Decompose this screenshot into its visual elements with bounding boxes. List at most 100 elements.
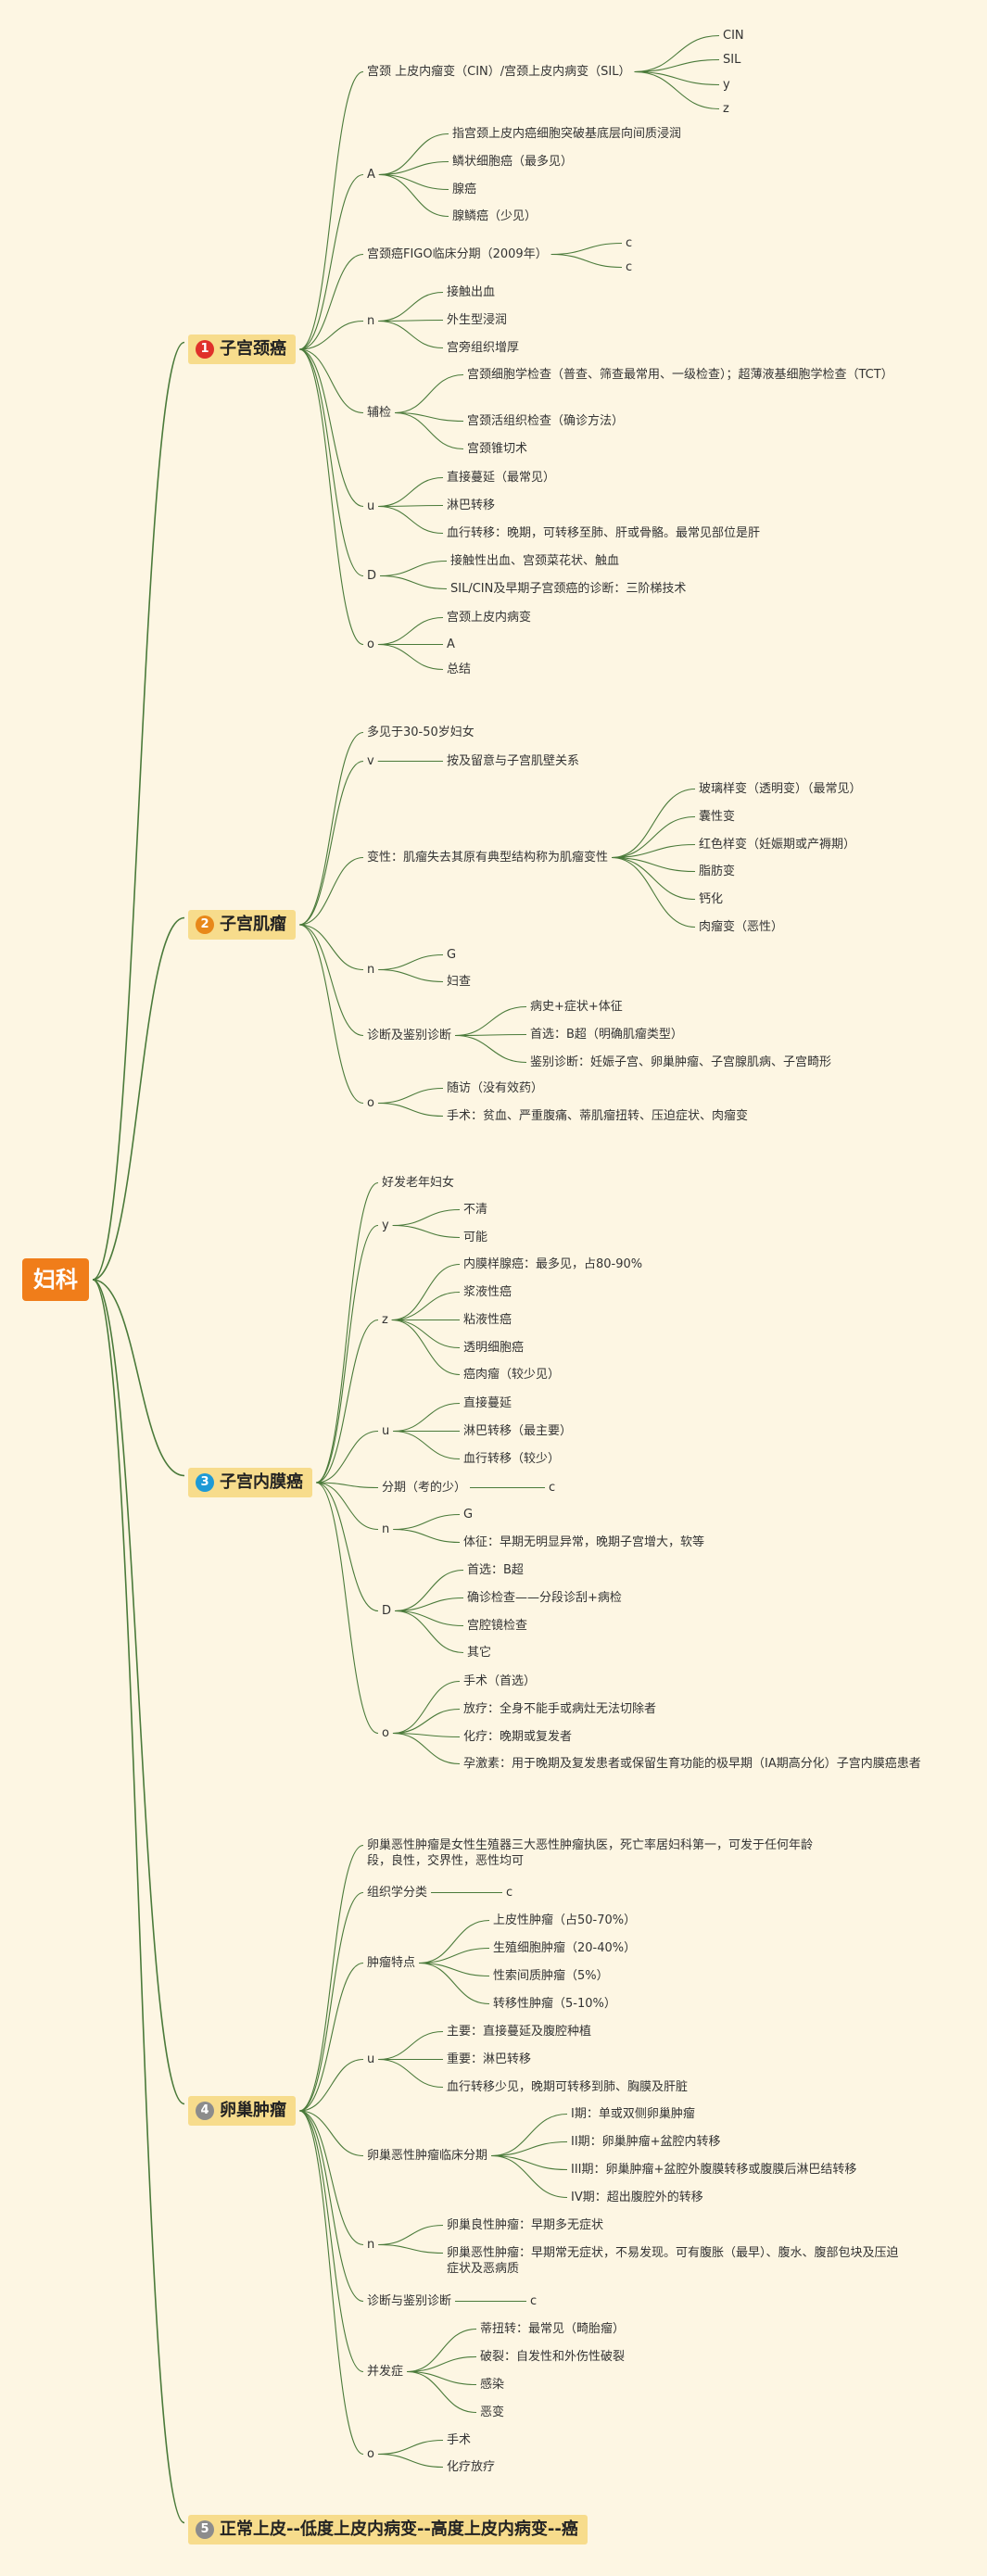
connector-line <box>377 1087 444 1105</box>
topic-u[interactable]: u <box>367 2052 375 2066</box>
connector-line <box>380 560 448 577</box>
topic-diagnosis[interactable]: 诊断及鉴别诊断 <box>367 1029 452 1042</box>
topic-clinical-staging[interactable]: 卵巢恶性肿瘤临床分期 <box>367 2149 488 2163</box>
branch-title: 子宫颈癌 <box>220 339 286 359</box>
leaf: 红色样变（妊娠期或产褥期） <box>699 838 856 852</box>
connector-line <box>377 616 444 646</box>
topic-o[interactable]: o <box>382 1726 389 1740</box>
topic-d[interactable]: D <box>367 569 377 583</box>
topic-intro[interactable]: 卵巢恶性肿瘤是女性生殖器三大恶性肿瘤执医，死亡率居妇科第一，可发于任何年龄段，良… <box>367 1838 814 1868</box>
topic-age[interactable]: 多见于30-50岁妇女 <box>367 726 475 739</box>
leaf: 直接蔓延（最常见） <box>447 471 556 485</box>
connector-line <box>392 1680 461 1735</box>
connector-line <box>298 348 364 508</box>
topic-complications[interactable]: 并发症 <box>367 2365 404 2379</box>
topic-o[interactable]: o <box>367 1096 374 1110</box>
connector-line <box>634 58 720 73</box>
topic-v[interactable]: v <box>367 754 374 768</box>
topic-diagnosis[interactable]: 诊断与鉴别诊断 <box>367 2294 452 2308</box>
leaf: 确诊检查——分段诊刮+病检 <box>467 1591 622 1605</box>
connector-line <box>315 1181 379 1484</box>
topic-y[interactable]: y <box>382 1219 389 1232</box>
connector-line <box>395 1610 464 1654</box>
leaf: 鉴别诊断：妊娠子宫、卵巢肿瘤、子宫腺肌病、子宫畸形 <box>530 1055 832 1069</box>
connector-line <box>407 2370 477 2414</box>
connector-line <box>298 253 364 350</box>
topic-cin[interactable]: 宫颈 上皮内瘤变（CIN）/宫颈上皮内病变（SIL） <box>367 65 631 79</box>
leaf: 宫腔镜检查 <box>467 1619 528 1633</box>
topic-auxiliary-exam[interactable]: 辅检 <box>367 406 392 420</box>
connector-line <box>392 1208 461 1227</box>
connector-line <box>378 320 444 349</box>
leaf: 宫颈细胞学检查（普查、筛查最常用、一级检查）；超薄液基细胞学检查（TCT） <box>467 368 893 382</box>
connector-line <box>491 2154 568 2171</box>
connector-line <box>612 856 696 901</box>
leaf: 鳞状细胞癌（最多见） <box>452 155 574 169</box>
root-node[interactable]: 妇科 <box>22 1258 89 1301</box>
connector-line <box>455 1005 527 1037</box>
connector-line <box>634 70 720 110</box>
leaf: z <box>723 102 729 116</box>
leaf: 性索间质肿瘤（5%） <box>493 1969 609 1983</box>
connector-line <box>378 319 444 322</box>
connector-line <box>315 1482 379 1612</box>
connector-line <box>407 2370 477 2386</box>
connector-line <box>491 2154 568 2199</box>
topic-staging[interactable]: 分期（考的少） <box>382 1481 467 1495</box>
topic-n[interactable]: n <box>367 314 375 328</box>
connector-line <box>612 815 696 859</box>
topic-u[interactable]: u <box>367 499 375 513</box>
connector-line <box>391 1319 461 1349</box>
topic-d[interactable]: D <box>382 1604 392 1618</box>
branch-endometrial-cancer[interactable]: 3 子宫内膜癌 <box>188 1468 312 1497</box>
branch-ovarian-tumor[interactable]: 4 卵巢肿瘤 <box>188 2096 296 2126</box>
leaf: G <box>447 948 457 962</box>
connector-line <box>491 2113 568 2157</box>
leaf: 钙化 <box>699 892 724 906</box>
leaf: 化疗：晚期或复发者 <box>463 1730 573 1744</box>
leaf: 玻璃样变（透明变）（最常见） <box>699 782 862 796</box>
topic-z[interactable]: z <box>382 1313 388 1327</box>
topic-o[interactable]: o <box>367 2447 374 2461</box>
leaf: 淋巴转移（最主要） <box>463 1424 573 1438</box>
connector-line <box>378 505 444 535</box>
connector-line <box>377 2439 444 2456</box>
connector-line <box>378 2243 444 2254</box>
connector-line <box>378 504 444 508</box>
topic-histology[interactable]: 组织学分类 <box>367 1886 428 1900</box>
connector-line <box>634 70 720 86</box>
topic-a[interactable]: A <box>367 168 375 182</box>
branch-uterine-fibroid[interactable]: 2 子宫肌瘤 <box>188 910 296 940</box>
topic-age[interactable]: 好发老年妇女 <box>382 1176 455 1190</box>
connector-line <box>419 1919 490 1964</box>
connector-line <box>378 2058 444 2089</box>
connector-line <box>393 1528 461 1544</box>
topic-degeneration[interactable]: 变性：肌瘤失去其原有典型结构称为肌瘤变性 <box>367 851 609 865</box>
leaf: 血行转移少见，晚期可转移到肺、胸膜及肝脏 <box>447 2080 689 2094</box>
number-4-icon: 4 <box>196 2102 214 2120</box>
leaf: 宫颈上皮内病变 <box>447 611 532 625</box>
leaf: 淋巴转移 <box>447 499 496 512</box>
topic-n[interactable]: n <box>382 1522 390 1536</box>
leaf: G <box>463 1508 474 1522</box>
leaf: 随访（没有效药） <box>447 1081 544 1095</box>
topic-n[interactable]: n <box>367 2238 375 2252</box>
leaf: c <box>506 1886 513 1900</box>
leaf: 生殖细胞肿瘤（20-40%） <box>493 1941 637 1955</box>
topic-o[interactable]: o <box>367 638 374 651</box>
leaf: c <box>626 236 633 250</box>
connector-line <box>92 1279 185 2105</box>
topic-n[interactable]: n <box>367 963 375 977</box>
topic-u[interactable]: u <box>382 1424 390 1438</box>
branch-progression[interactable]: 5 正常上皮--低度上皮内病变--高度上皮内病变--癌 <box>188 2515 588 2544</box>
topic-figo[interactable]: 宫颈癌FIGO临床分期（2009年） <box>367 247 548 261</box>
connector-line <box>395 1569 464 1612</box>
branch-title: 子宫肌瘤 <box>220 915 286 934</box>
branch-cervical-cancer[interactable]: 1 子宫颈癌 <box>188 335 296 364</box>
connector-line <box>395 411 464 423</box>
leaf: 转移性肿瘤（5-10%） <box>493 1997 616 2011</box>
topic-features[interactable]: 肿瘤特点 <box>367 1956 416 1970</box>
leaf: II期：卵巢肿瘤+盆腔内转移 <box>571 2135 721 2149</box>
